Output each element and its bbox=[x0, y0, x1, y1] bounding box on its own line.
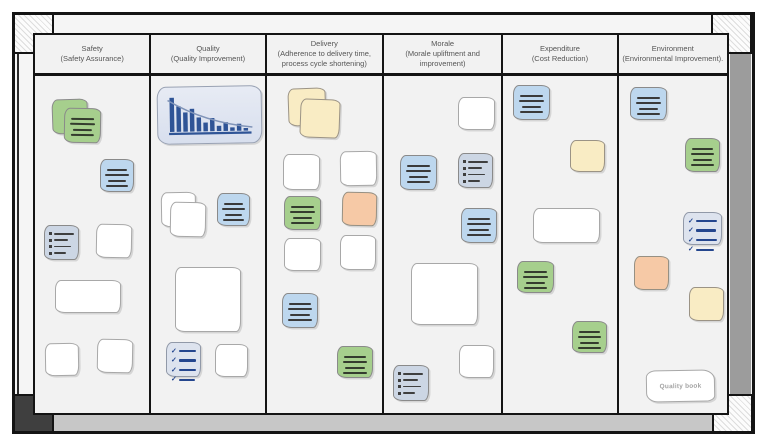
column-body-delivery bbox=[267, 76, 382, 413]
column-header-safety: Safety(Safety Assurance) bbox=[35, 35, 150, 76]
frame-left-edge-line bbox=[17, 54, 19, 394]
column-environment: Environment(Environmental Improvement). bbox=[618, 35, 727, 413]
column-title: Safety bbox=[81, 44, 103, 54]
column-body-quality bbox=[151, 76, 264, 413]
column-body-morale bbox=[384, 76, 501, 413]
column-title: Morale bbox=[431, 39, 455, 49]
column-title: Expenditure bbox=[539, 44, 580, 54]
column-delivery: Delivery(Adherence to delivery time, pro… bbox=[266, 35, 384, 413]
frame-side-band bbox=[730, 54, 751, 394]
column-header-expenditure: Expenditure(Cost Reduction) bbox=[503, 35, 617, 76]
column-expenditure: Expenditure(Cost Reduction) bbox=[503, 35, 619, 413]
column-header-morale: Morale(Morale upliftment and improvement… bbox=[383, 35, 502, 76]
column-title: Environment bbox=[651, 44, 694, 54]
column-morale: Morale(Morale upliftment and improvement… bbox=[383, 35, 504, 413]
column-safety: Safety(Safety Assurance) bbox=[35, 35, 152, 413]
column-body-safety bbox=[35, 76, 149, 413]
column-header-quality: Quality(Quality Improvement) bbox=[151, 35, 265, 76]
column-subtitle: (Cost Reduction) bbox=[531, 54, 589, 63]
column-title: Delivery bbox=[310, 39, 338, 49]
board-columns: Safety(Safety Assurance)Quality(Quality … bbox=[33, 33, 729, 415]
column-subtitle: (Environmental Improvement). bbox=[622, 54, 724, 63]
column-header-environment: Environment(Environmental Improvement). bbox=[618, 35, 727, 76]
column-subtitle: (Quality Improvement) bbox=[170, 54, 246, 63]
column-body-environment bbox=[619, 76, 727, 413]
column-quality: Quality(Quality Improvement) bbox=[151, 35, 267, 413]
column-subtitle: (Adherence to delivery time, process cyc… bbox=[277, 49, 372, 68]
column-header-delivery: Delivery(Adherence to delivery time, pro… bbox=[266, 35, 382, 76]
frame-bottom-band bbox=[54, 415, 712, 431]
column-title: Quality bbox=[196, 44, 220, 54]
column-subtitle: (Morale upliftment and improvement) bbox=[405, 49, 480, 68]
column-subtitle: (Safety Assurance) bbox=[60, 54, 124, 63]
column-body-expenditure bbox=[503, 76, 616, 413]
